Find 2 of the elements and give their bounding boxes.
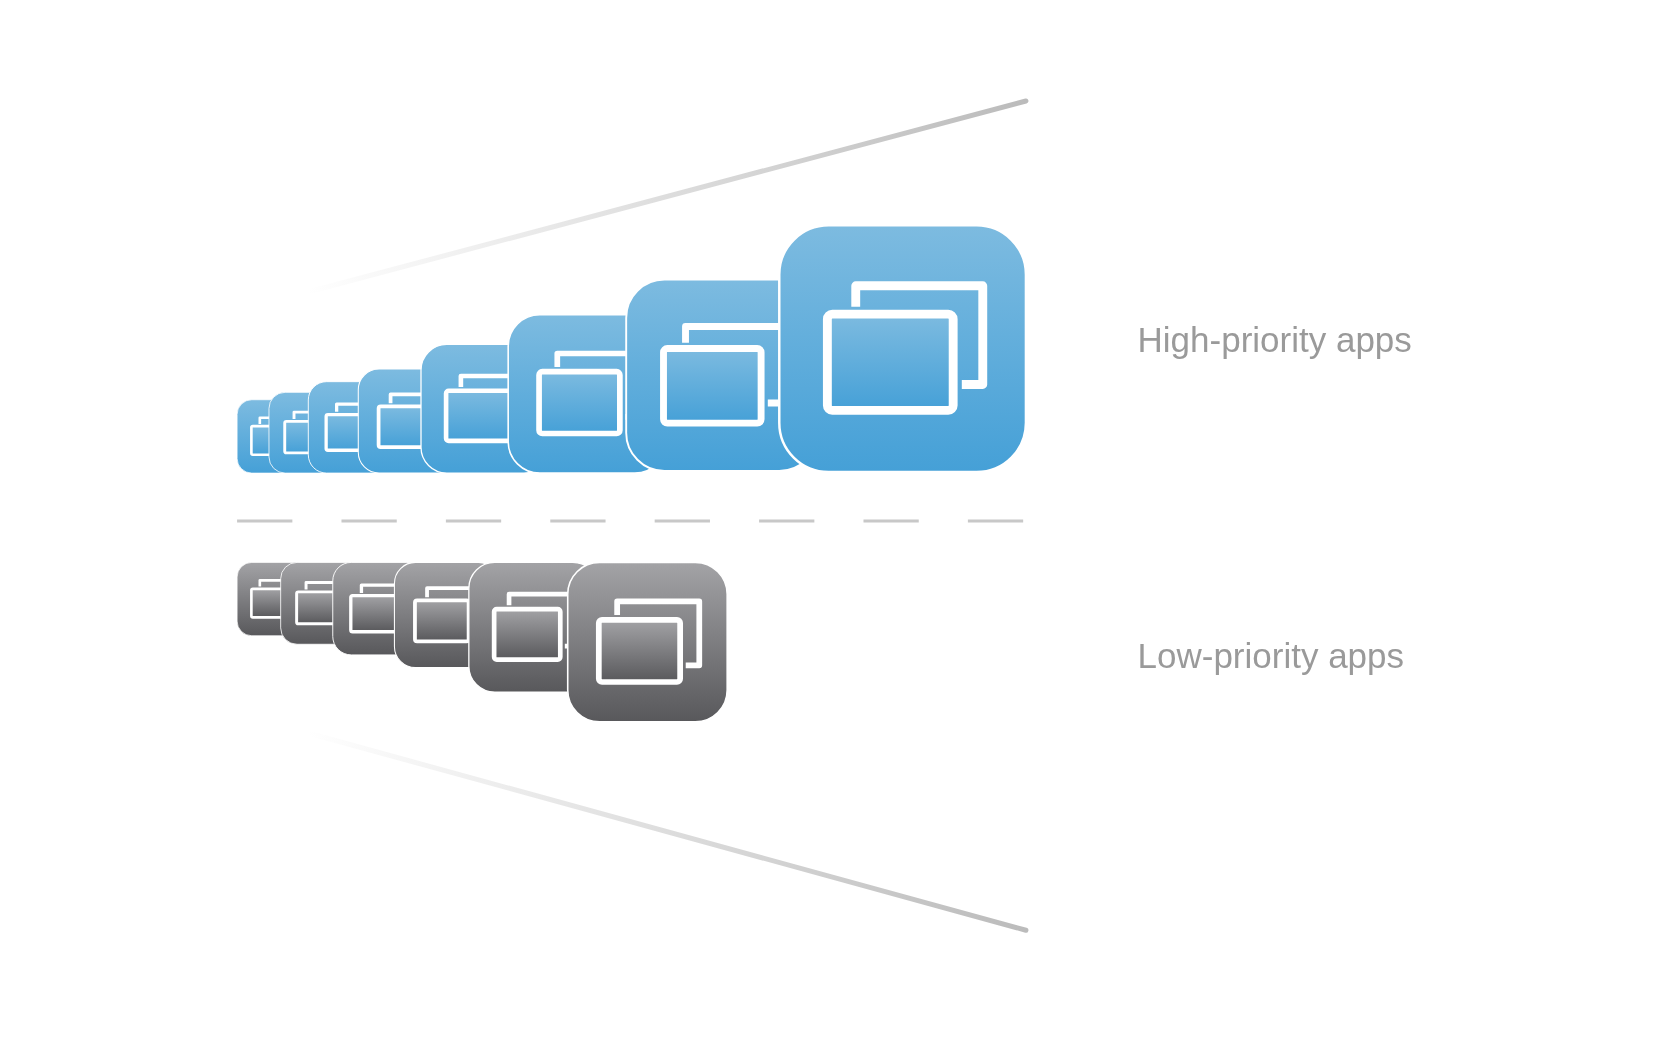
group-label: High-priority apps xyxy=(1137,320,1412,361)
group-label: Low-priority apps xyxy=(1137,635,1405,676)
